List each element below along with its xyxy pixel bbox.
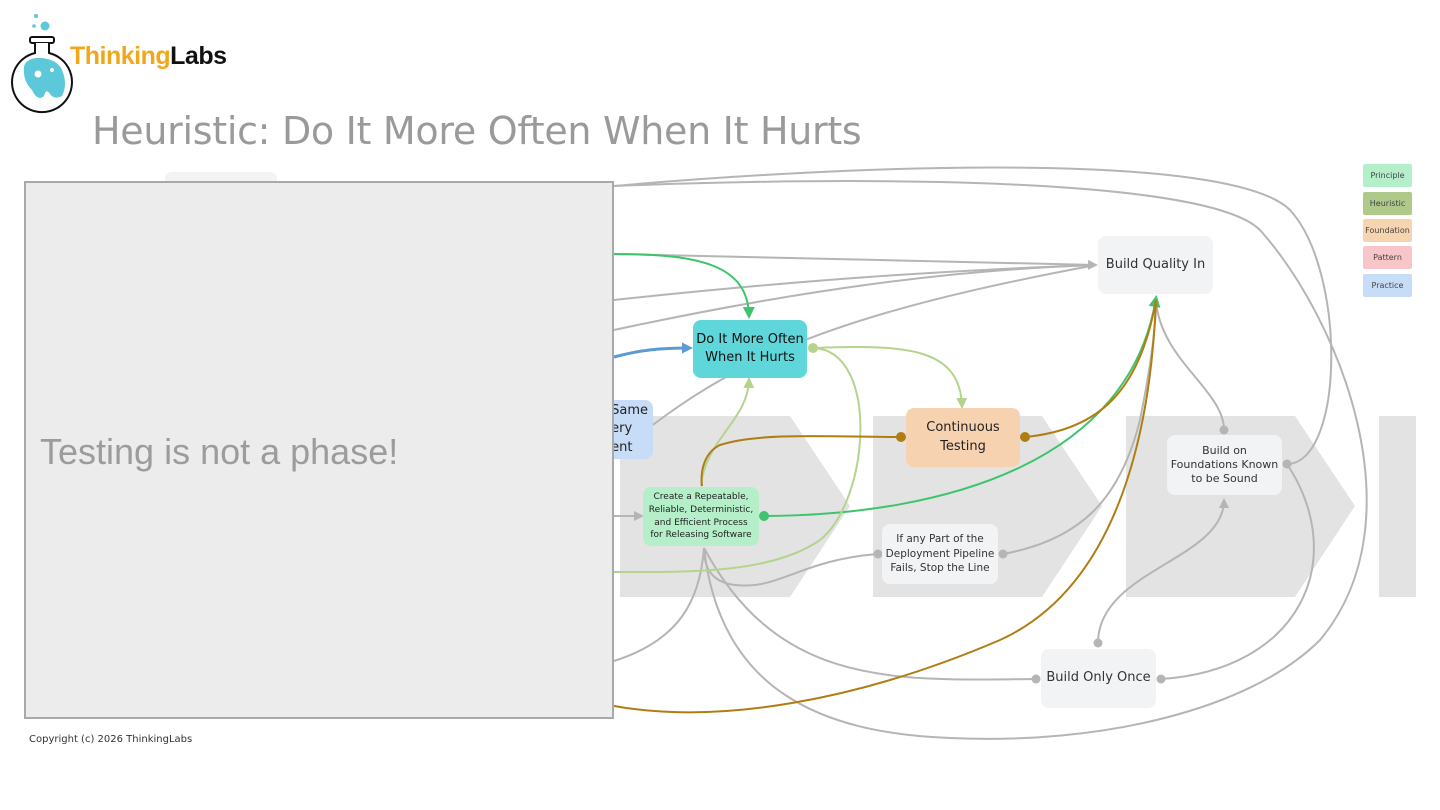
node-foundations-line3: to be Sound [1191, 472, 1258, 486]
legend-heuristic-label: Heuristic [1369, 199, 1406, 208]
node-partial-line1: Same [611, 403, 648, 419]
edge-to-build-quality-1 [613, 253, 1098, 270]
edge-stop-line-to-repeatable [703, 547, 879, 587]
node-partial-line3: ent [611, 439, 633, 455]
node-do-it-line1: Do It More Often [696, 331, 804, 347]
edge-build-once-to-repeatable [703, 547, 1037, 681]
node-repeatable-process[interactable]: Create a Repeatable, Reliable, Determini… [643, 487, 759, 546]
legend-practice: Practice [1363, 274, 1412, 297]
legend-heuristic: Heuristic [1363, 192, 1412, 215]
node-foundations-line2: Foundations Known [1170, 457, 1279, 471]
legend-pattern: Pattern [1363, 246, 1412, 269]
edge-foundations-to-build-quality [1155, 299, 1225, 431]
edge-build-once-to-foundations [1097, 498, 1229, 644]
legend-practice-label: Practice [1371, 281, 1404, 290]
dot-repeatable [759, 511, 769, 521]
dot-foundations-top [1219, 425, 1229, 435]
dot-build-once-right [1156, 674, 1166, 684]
overlay-text: Testing is not a phase! [40, 431, 399, 472]
logo-text-thinking: Thinking [70, 42, 171, 70]
copyright-text: Copyright (c) 2026 ThinkingLabs [29, 734, 193, 745]
edge-build-once-to-right [1160, 463, 1315, 680]
dot-stop-right [998, 549, 1008, 559]
node-repeatable-line1: Create a Repeatable, [653, 492, 749, 503]
edge-do-it-to-continuous-testing [812, 346, 968, 409]
node-continuous-line2: Testing [940, 438, 986, 454]
node-stop-line2: Deployment Pipeline [885, 547, 995, 560]
node-build-on-foundations[interactable]: Build on Foundations Known to be Sound [1167, 435, 1282, 495]
node-stop-the-line[interactable]: If any Part of the Deployment Pipeline F… [882, 524, 998, 584]
legend-principle: Principle [1363, 164, 1412, 187]
legend-principle-label: Principle [1370, 171, 1405, 180]
node-build-quality-in[interactable]: Build Quality In [1098, 236, 1213, 294]
node-stop-line1: If any Part of the [896, 532, 984, 545]
node-stop-line3: Fails, Stop the Line [890, 562, 990, 575]
edge-green-to-do-it [613, 253, 755, 319]
node-do-it-more-often[interactable]: Do It More Often When It Hurts [693, 320, 807, 378]
node-build-only-once-label: Build Only Once [1046, 670, 1151, 686]
legend-foundation-label: Foundation [1365, 226, 1410, 235]
node-build-quality-in-label: Build Quality In [1105, 256, 1206, 272]
overlay-panel: Testing is not a phase! [24, 181, 614, 719]
node-continuous-testing[interactable]: Continuous Testing [906, 408, 1020, 467]
dot-build-once-left [1031, 674, 1041, 684]
dot-continuous-right [1020, 432, 1030, 442]
edge-left-bottom [613, 547, 705, 662]
legend-foundation: Foundation [1363, 219, 1412, 242]
edge-to-build-quality-3 [613, 264, 1097, 331]
edge-do-it-to-left-bottom [613, 347, 862, 574]
thinkinglabs-logo: ThinkingLabs [10, 10, 230, 120]
node-build-only-once[interactable]: Build Only Once [1041, 649, 1156, 708]
stage-chevron-4 [1379, 416, 1416, 597]
dot-stop-left [873, 549, 883, 559]
node-do-it-line2: When It Hurts [705, 350, 795, 365]
node-continuous-line1: Continuous [926, 420, 1000, 436]
logo-text-labs: Labs [170, 42, 227, 70]
legend-pattern-label: Pattern [1373, 253, 1402, 262]
node-repeatable-line3: and Efficient Process [654, 517, 748, 528]
node-foundations-line1: Build on [1202, 443, 1247, 457]
edge-continuous-testing-to-build-quality [1024, 299, 1157, 438]
dot-build-once-top [1093, 638, 1103, 648]
node-repeatable-line2: Reliable, Deterministic, [648, 504, 754, 515]
edge-repeatable-to-do-it [700, 377, 755, 487]
page-title: Heuristic: Do It More Often When It Hurt… [92, 109, 862, 154]
edge-to-build-quality-2 [613, 264, 1097, 301]
edge-gold-bottom [613, 299, 1157, 714]
flask-icon [11, 14, 73, 114]
dot-foundations-right [1282, 459, 1292, 469]
node-partial-line2: ery [611, 421, 633, 437]
logo-wordmark: ThinkingLabs [70, 44, 227, 69]
dot-continuous-left [896, 432, 906, 442]
dot-do-it [808, 343, 818, 353]
node-repeatable-line4: for Releasing Software [650, 530, 752, 541]
edge-top-arc-outer [613, 166, 1333, 465]
edge-blue-to-do-it [613, 342, 693, 359]
edge-top-arc-inner [613, 180, 1368, 740]
edge-continuous-testing-to-repeatable [700, 435, 902, 487]
